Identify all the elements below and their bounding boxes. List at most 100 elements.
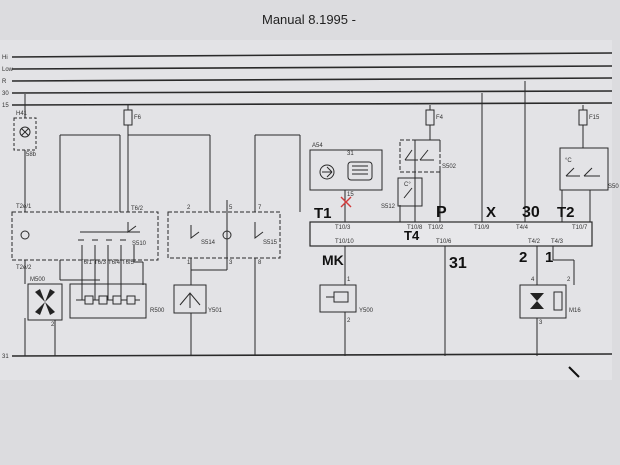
s512-temp-label: C° — [404, 182, 411, 188]
a54-unit — [309, 149, 383, 191]
y501-valve — [173, 284, 207, 314]
rail-label-31: 31 — [2, 354, 9, 360]
s514-pin-1: 1 — [187, 260, 191, 266]
y501-label: Y501 — [208, 308, 223, 314]
hand-31: 31 — [449, 255, 467, 272]
m500-pin-2: 2 — [51, 322, 55, 328]
m16-fan-icon — [530, 293, 544, 309]
pen-stroke-mark — [568, 366, 580, 378]
y500-pin-1: 1 — [347, 277, 351, 283]
hand-2: 2 — [519, 249, 527, 266]
hand-t1: T1 — [314, 205, 332, 222]
s515-pin-8: 8 — [258, 260, 262, 266]
rail-15 — [11, 102, 613, 106]
m500-label: M500 — [30, 277, 46, 283]
conn-t43: T4/3 — [551, 239, 564, 245]
fuses — [123, 109, 588, 126]
s514-s515-box — [167, 211, 281, 259]
hand-t2: T2 — [557, 204, 575, 221]
s512-label: S512 — [381, 204, 396, 210]
s510-label: S510 — [132, 241, 147, 247]
conn-t1010: T10/10 — [335, 239, 354, 245]
rail-hi — [11, 52, 613, 58]
s50-label: S50 — [608, 184, 619, 190]
a54-pin-15: 15 — [347, 192, 354, 198]
panel-lamp-icon — [20, 230, 30, 240]
m16-pin-2: 2 — [567, 277, 571, 283]
conn-t42: T4/2 — [528, 239, 541, 245]
connector-t4 — [309, 221, 593, 247]
rail-r — [11, 77, 613, 82]
s50-temp-label: °C — [565, 158, 572, 164]
wires — [24, 81, 591, 356]
h41-pin-label: 58b — [26, 152, 37, 158]
conn-t106: T10/6 — [436, 239, 452, 245]
supply-rails — [11, 52, 613, 357]
hand-mk: MK — [322, 252, 344, 268]
rail-label-r: R — [2, 79, 7, 85]
red-cross-mark — [340, 196, 352, 208]
t63-label: T6/3 — [94, 260, 107, 266]
rail-label-30: 30 — [2, 91, 9, 97]
paper-sheet — [0, 40, 612, 380]
fuse-f4 — [425, 109, 435, 126]
t64-label: T6/4 — [108, 260, 121, 266]
conn-t44: T4/4 — [516, 225, 529, 231]
s514-label: S514 — [201, 240, 216, 246]
hand-p: P — [436, 204, 447, 221]
s514-lamp-icon — [222, 230, 232, 240]
fan-icon — [35, 289, 55, 315]
conn-t109: T10/9 — [474, 225, 490, 231]
h41-label: H41 — [16, 111, 28, 117]
s515-label: S515 — [263, 240, 278, 246]
rail-label-low: Low — [2, 67, 14, 73]
rail-label-15: 15 — [2, 103, 9, 109]
s50-group — [559, 147, 609, 191]
fuse-label-f15: F15 — [589, 115, 600, 121]
y500-valve — [319, 284, 357, 313]
a54-label: A54 — [312, 143, 323, 149]
conn-t108: T10/8 — [407, 225, 423, 231]
r500-resistors — [69, 283, 147, 319]
fuse-f6 — [123, 109, 133, 126]
hand-1: 1 — [545, 249, 553, 266]
a54-pin-31: 31 — [347, 151, 354, 157]
t61-label: T6/1 — [80, 260, 93, 266]
y500-label: Y500 — [359, 308, 374, 314]
panel-switches — [78, 222, 264, 241]
h41-lamp — [13, 117, 37, 151]
t2e2-label: T2e/2 — [16, 265, 32, 271]
s502-label: S502 — [442, 164, 457, 170]
control-panel — [11, 211, 281, 261]
s514-pin-3: 3 — [229, 260, 233, 266]
m16-label: M16 — [569, 308, 581, 314]
s515-switch-icon — [254, 222, 264, 239]
m500-fan — [27, 283, 63, 321]
t2e1-label: T2e/1 — [16, 204, 32, 210]
s502-s512-group — [397, 139, 441, 207]
hand-30: 30 — [522, 204, 540, 221]
m16-motor — [519, 284, 567, 319]
fuse-label-f6: F6 — [134, 115, 142, 121]
y500-pin-2: 2 — [347, 318, 351, 324]
t62-label: T6/2 — [131, 206, 144, 212]
s514-pin-2: 2 — [187, 205, 191, 211]
rail-low — [11, 65, 613, 70]
hand-t4: T4 — [404, 228, 420, 243]
m16-pin-4: 4 — [531, 277, 535, 283]
fuse-label-f4: F4 — [436, 115, 444, 121]
hand-x: X — [486, 204, 496, 221]
t65-label: T6/5 — [122, 260, 135, 266]
rail-ground — [11, 353, 613, 357]
conn-t103: T10/3 — [335, 225, 351, 231]
conn-t107: T10/7 — [572, 225, 588, 231]
s510-box — [11, 211, 159, 261]
diagram-title: Manual 8.1995 - — [262, 12, 356, 27]
s514-pin-5: 5 — [229, 205, 233, 211]
s515-pin-7: 7 — [258, 205, 262, 211]
rail-30 — [11, 90, 613, 94]
rail-label-hi: Hi — [2, 55, 8, 61]
fuse-f15 — [578, 109, 588, 126]
